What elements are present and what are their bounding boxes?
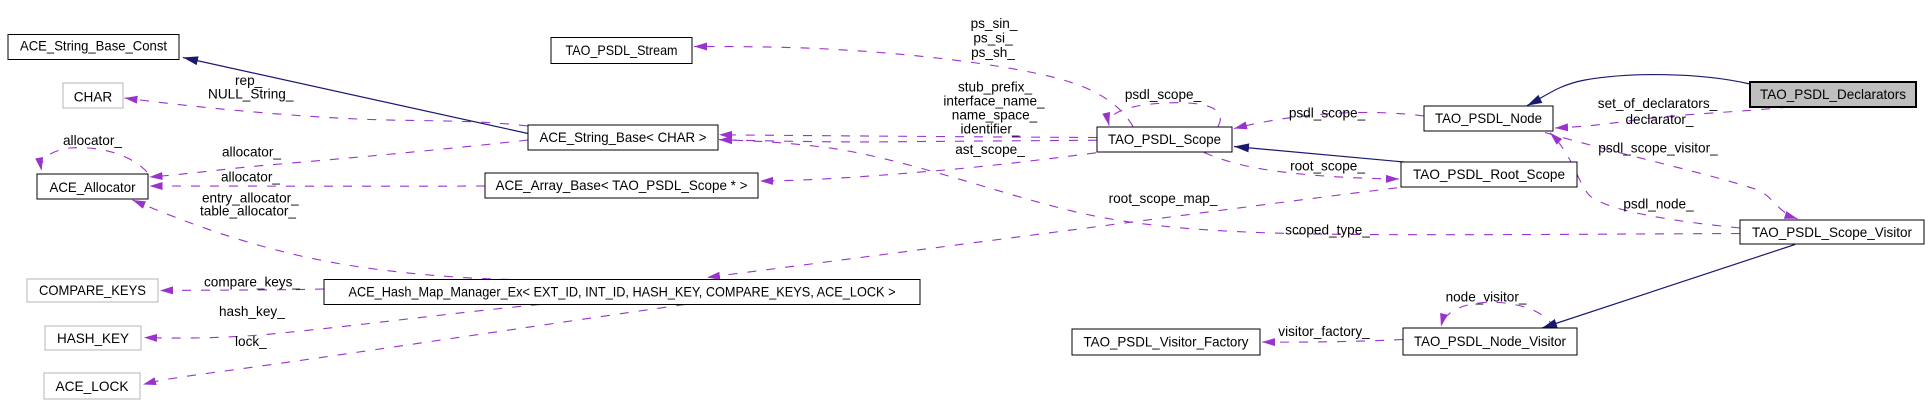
svg-text:NULL_String_: NULL_String_ <box>208 87 294 102</box>
svg-text:interface_name_: interface_name_ <box>943 94 1045 109</box>
svg-text:ps_sh_: ps_sh_ <box>971 45 1015 60</box>
svg-text:psdl_node_: psdl_node_ <box>1623 197 1694 212</box>
svg-text:ACE_String_Base< CHAR >: ACE_String_Base< CHAR > <box>540 130 707 145</box>
svg-text:psdl_scope_: psdl_scope_ <box>1289 106 1366 121</box>
svg-text:lock_: lock_ <box>235 334 267 349</box>
svg-text:ACE_Array_Base< TAO_PSDL_Scope: ACE_Array_Base< TAO_PSDL_Scope * > <box>496 178 748 193</box>
svg-text:psdl_scope_: psdl_scope_ <box>1125 87 1202 102</box>
svg-text:stub_prefix_: stub_prefix_ <box>958 80 1032 95</box>
svg-text:psdl_scope_visitor_: psdl_scope_visitor_ <box>1598 141 1718 156</box>
svg-text:allocator_: allocator_ <box>63 133 122 148</box>
svg-text:root_scope_map_: root_scope_map_ <box>1109 191 1218 206</box>
svg-text:ACE_Hash_Map_Manager_Ex< EXT_I: ACE_Hash_Map_Manager_Ex< EXT_ID, INT_ID,… <box>349 285 896 300</box>
svg-text:hash_key_: hash_key_ <box>219 304 285 319</box>
svg-text:scoped_type_: scoped_type_ <box>1285 223 1370 238</box>
svg-text:visitor_factory_: visitor_factory_ <box>1278 324 1370 339</box>
svg-text:TAO_PSDL_Scope: TAO_PSDL_Scope <box>1108 132 1221 147</box>
svg-text:identifier_: identifier_ <box>961 122 1020 137</box>
svg-text:TAO_PSDL_Root_Scope: TAO_PSDL_Root_Scope <box>1413 167 1565 182</box>
svg-text:TAO_PSDL_Visitor_Factory: TAO_PSDL_Visitor_Factory <box>1084 335 1249 350</box>
svg-text:allocator_: allocator_ <box>222 145 281 160</box>
svg-text:TAO_PSDL_Stream: TAO_PSDL_Stream <box>566 43 678 58</box>
svg-text:TAO_PSDL_Scope_Visitor: TAO_PSDL_Scope_Visitor <box>1752 225 1912 240</box>
svg-text:ps_si_: ps_si_ <box>973 31 1013 46</box>
svg-text:ps_sin_: ps_sin_ <box>971 16 1018 31</box>
svg-text:HASH_KEY: HASH_KEY <box>57 331 129 346</box>
svg-text:root_scope_: root_scope_ <box>1290 159 1365 174</box>
svg-text:ACE_Allocator: ACE_Allocator <box>50 180 136 195</box>
svg-text:set_of_declarators_: set_of_declarators_ <box>1598 96 1718 111</box>
svg-text:ACE_LOCK: ACE_LOCK <box>56 379 129 394</box>
svg-text:COMPARE_KEYS: COMPARE_KEYS <box>39 283 146 298</box>
svg-text:TAO_PSDL_Node: TAO_PSDL_Node <box>1435 111 1542 126</box>
svg-text:declarator_: declarator_ <box>1625 112 1693 127</box>
svg-text:table_allocator_: table_allocator_ <box>200 204 296 219</box>
svg-text:ast_scope_: ast_scope_ <box>955 142 1025 157</box>
svg-text:allocator_: allocator_ <box>221 170 280 185</box>
svg-text:rep_: rep_ <box>235 73 263 88</box>
svg-text:ACE_String_Base_Const: ACE_String_Base_Const <box>20 39 167 54</box>
svg-text:TAO_PSDL_Declarators: TAO_PSDL_Declarators <box>1760 87 1906 102</box>
svg-text:CHAR: CHAR <box>74 90 113 105</box>
svg-text:node_visitor_: node_visitor_ <box>1446 290 1527 305</box>
svg-text:compare_keys_: compare_keys_ <box>204 275 300 290</box>
svg-text:entry_allocator_: entry_allocator_ <box>202 191 299 206</box>
svg-text:name_space_: name_space_ <box>952 108 1038 123</box>
svg-text:TAO_PSDL_Node_Visitor: TAO_PSDL_Node_Visitor <box>1414 334 1566 349</box>
